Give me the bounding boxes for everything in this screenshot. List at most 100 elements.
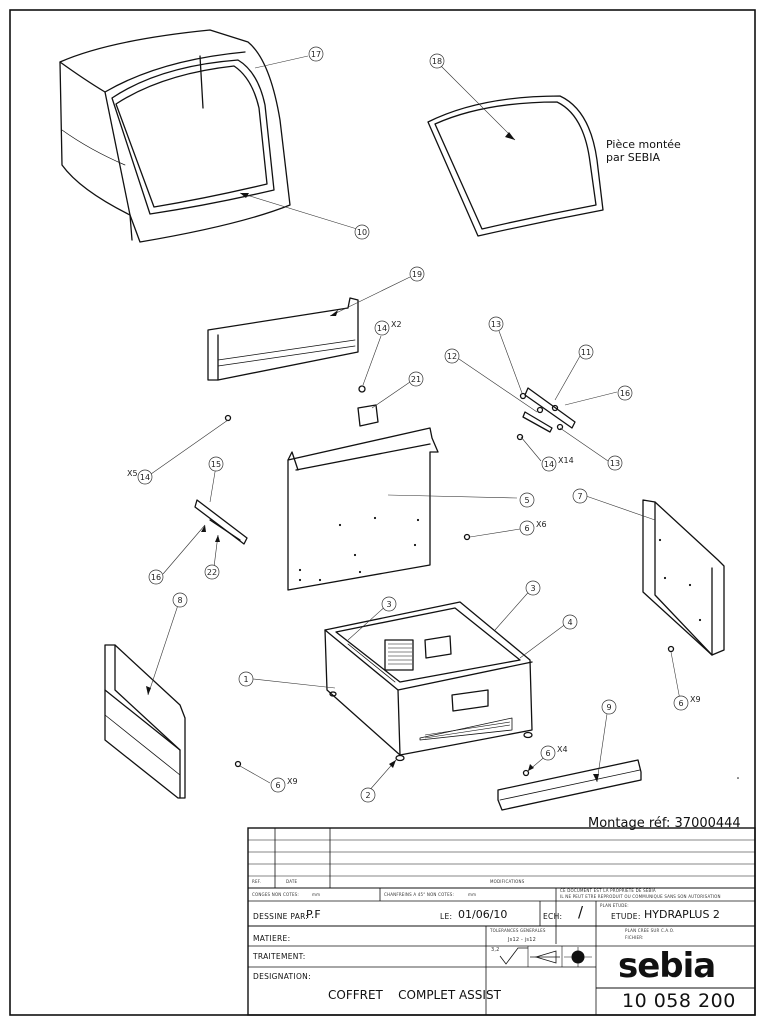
callout-number: 6 [678,699,683,708]
tb-date: DATE [286,879,298,884]
callout-number: 1 [243,675,248,684]
callout-number: 18 [432,57,442,66]
callout-6: 6 X9 [673,695,701,711]
tb-le-label: LE: [440,912,453,921]
callout-1: 1 [238,671,254,687]
part-window-gasket [427,95,604,237]
fastener-14-x5 [224,414,232,422]
tb-conges-val: mm [312,892,321,897]
callout-number: 4 [567,618,572,627]
callout-2: 2 [360,787,376,803]
callout-quantity: X9 [690,695,701,704]
sebia-logo: sebia [618,946,716,986]
tb-plan-cree: PLAN CREE SUR C.A.O. [625,928,675,933]
callout-number: 6 [524,524,529,533]
tb-ech-label: ECH: [543,912,563,921]
callout-number: 6 [275,781,280,790]
callout-number: 7 [577,492,582,501]
part-front-strip [207,297,359,381]
callout-number: 5 [524,496,529,505]
callout-quantity: X2 [391,320,402,329]
callout-19: 19 [409,266,425,282]
callout-15: 15 [208,456,224,472]
part-front-trim [497,759,642,811]
callout-quantity: X14 [558,456,574,465]
callout-18: 18 [429,53,445,69]
callout-number: 9 [606,703,611,712]
tb-ref: REF. [252,879,262,884]
title-block-grid [247,827,756,1016]
callout-number: 14 [544,460,554,469]
part-rear-panel [287,427,439,591]
callout-number: 3 [386,600,391,609]
callout-6: 6 X4 [540,745,568,761]
fastener-6-x9-left [234,760,242,768]
tb-designation-label: DESIGNATION: [253,972,311,981]
callout-number: 14 [377,324,387,333]
callout-number: 3 [530,584,535,593]
tb-tolerances-value: Js12 - js12 [508,937,536,943]
callout-number: 14 [140,473,150,482]
tb-modifications: MODIFICATIONS [490,879,525,884]
callout-16: 16 [617,385,633,401]
callout-16: 16 [148,569,164,585]
callout-17: 17 [308,46,324,62]
callout-4: 4 [562,614,578,630]
callout-quantity: X5 [127,469,138,478]
callout-number: 16 [620,389,630,398]
tb-dessine-value: P.F [306,908,321,921]
note-line-1: Pièce montée [606,138,681,151]
callout-3: 3 [525,580,541,596]
fastener-6-x4 [522,769,530,777]
callout-number: 10 [357,228,367,237]
part-bracket-left [194,499,248,545]
callout-number: 13 [610,459,620,468]
callout-22: 22 [204,564,220,580]
fastener-6-x6 [463,533,471,541]
tb-tolerances: TOLERANCES GENERALES [490,928,546,933]
callout-number: 19 [412,270,422,279]
assembly-reference: Montage réf: 37000444 [588,816,741,831]
tb-chanfreins-val: mm [468,892,477,897]
part-bracket-right [516,387,576,441]
callout-number: 21 [411,375,421,384]
part-left-side-panel [104,644,186,799]
tb-traitement: TRAITEMENT: [253,952,306,961]
callout-number: 6 [545,749,550,758]
callout-9: 9 [601,699,617,715]
callout-8: 8 [172,592,188,608]
callout-10: 10 [354,224,370,240]
tb-roughness: 3,2 [491,947,500,953]
fastener-6-x9-right [667,645,675,653]
tb-matiere: MATIERE: [253,934,291,943]
part-right-side-panel [642,499,725,656]
callout-11: 11 [578,344,594,360]
callout-quantity: X4 [557,745,568,754]
callout-number: 17 [311,50,321,59]
callout-5: 5 [519,492,535,508]
callout-14: 14 X14 [541,456,574,472]
tb-fichier: FICHIER: [625,935,644,940]
callout-number: 12 [447,352,457,361]
tb-dessine-label: DESSINE PAR: [253,912,309,921]
callout-number: 16 [151,573,161,582]
part-base-chassis [324,601,533,762]
callout-12: 12 [444,348,460,364]
tb-plan-etude: PLAN ETUDE: [600,903,629,908]
tb-etude-label: ETUDE: [611,912,641,921]
tb-designation-value: COFFRET COMPLET ASSIST [328,988,501,1002]
callout-21: 21 [408,371,424,387]
callout-14: 14 X2 [374,320,402,336]
callout-number: 8 [177,596,182,605]
tb-property-2: IL NE PEUT ETRE REPRODUIT OU COMMUNIQUE … [560,894,721,899]
assembly-note: Pièce montée par SEBIA [606,138,681,164]
tb-etude-value: HYDRAPLUS 2 [644,908,720,921]
callout-13: 13 [607,455,623,471]
callout-number: 2 [365,791,370,800]
tb-chanfreins: CHANFREINS A 45° NON COTES: [384,892,455,897]
tb-conges: CONGES NON COTES: [252,892,299,897]
callout-number: 22 [207,568,217,577]
